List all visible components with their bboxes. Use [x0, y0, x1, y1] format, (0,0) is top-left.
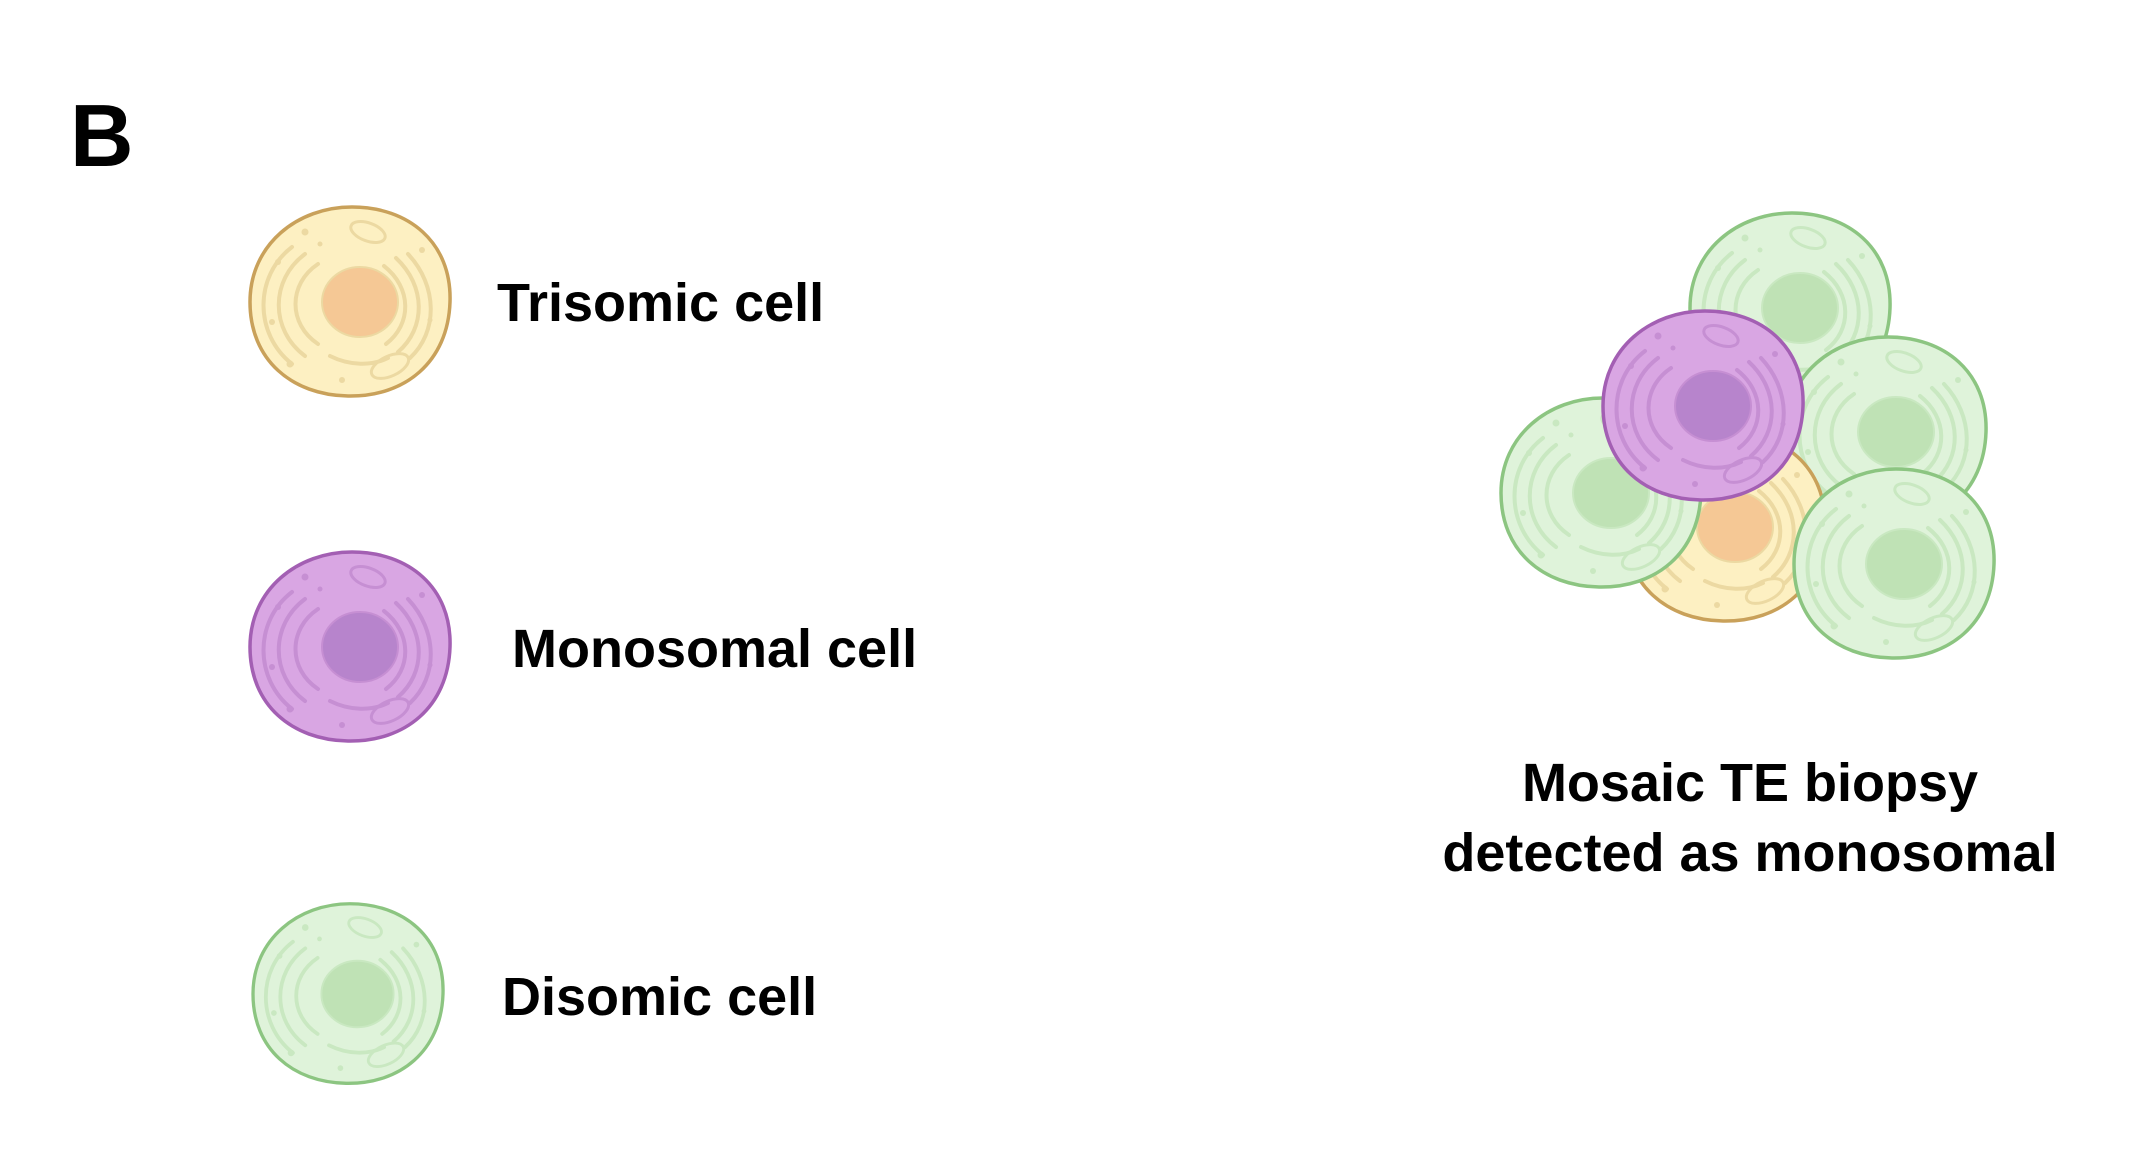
- legend-label-disomic: Disomic cell: [502, 967, 818, 1027]
- trisomic-cell-icon: [248, 205, 452, 398]
- legend-label-monosomal: Monosomal cell: [512, 619, 918, 679]
- cluster-caption-line-1: Mosaic TE biopsy: [1521, 753, 1979, 813]
- cluster-monosomal-cell: [1601, 309, 1805, 502]
- mosaic-te-biopsy-cluster: [1499, 211, 1996, 660]
- legend-cells: [248, 205, 452, 1085]
- cluster-caption: Mosaic TE biopsy detected as monosomal: [1420, 748, 2080, 888]
- legend-label-trisomic: Trisomic cell: [497, 273, 825, 333]
- disomic-cell-icon: [251, 902, 445, 1085]
- monosomal-cell-icon: [248, 550, 452, 743]
- cluster-caption-line-2: detected as monosomal: [1442, 823, 2058, 883]
- cluster-disomic-cell-bottom-right: [1792, 467, 1996, 660]
- panel-label: B: [70, 86, 134, 185]
